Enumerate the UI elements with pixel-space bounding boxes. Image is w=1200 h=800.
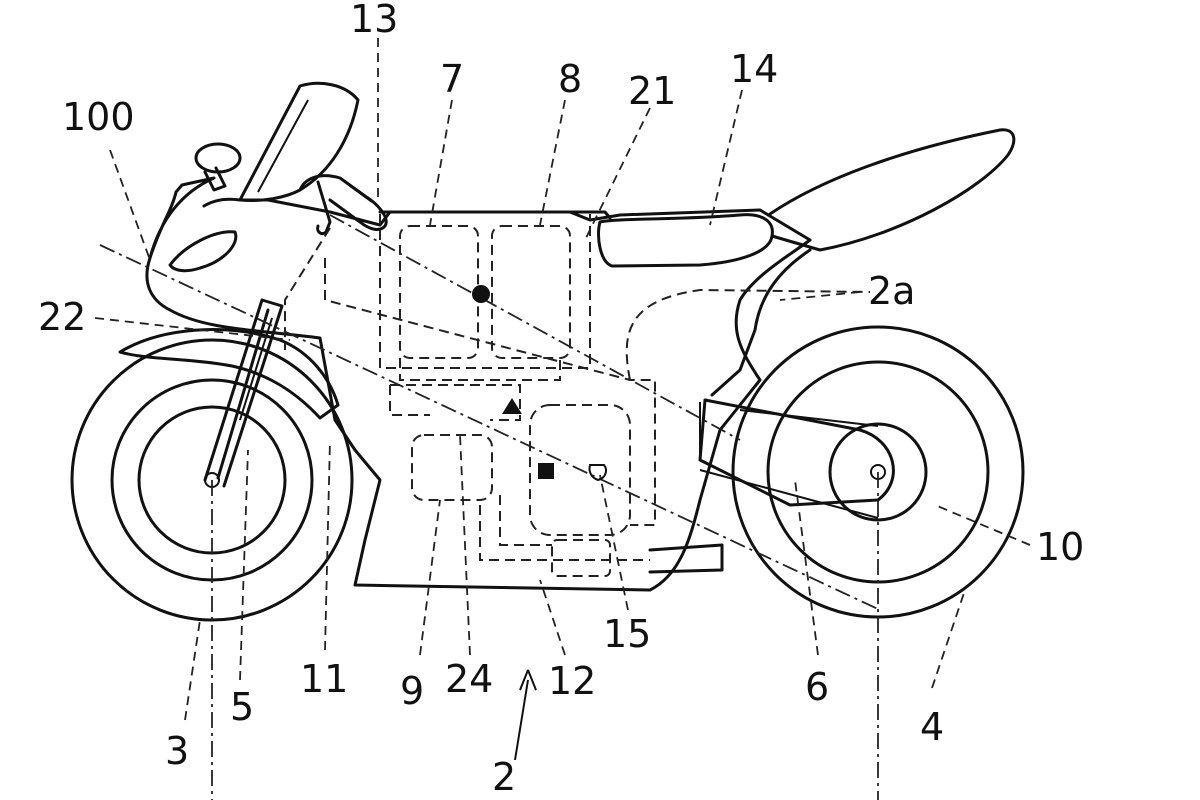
label-3: 3 [165, 729, 190, 773]
circle-marker [472, 285, 490, 303]
triangle-marker [502, 398, 522, 414]
label-12: 12 [548, 659, 597, 703]
rear-frame [710, 248, 812, 397]
mirror [194, 142, 242, 192]
label-2a: 2a [868, 269, 916, 313]
seat [597, 213, 774, 268]
square-marker [538, 463, 554, 479]
label-7: 7 [440, 57, 465, 101]
leader-lines [94, 38, 1031, 761]
internal-components [284, 214, 871, 577]
label-10: 10 [1036, 525, 1085, 569]
label-22: 22 [38, 295, 87, 339]
label-13: 13 [350, 0, 399, 41]
tank-top [378, 210, 612, 220]
label-9: 9 [400, 669, 425, 713]
front-fender [118, 328, 340, 420]
under-cover [648, 543, 724, 574]
markers [472, 285, 607, 482]
drive-belt [699, 409, 928, 522]
label-100: 100 [62, 95, 135, 139]
label-8: 8 [558, 57, 583, 101]
label-21: 21 [628, 69, 677, 113]
label-24: 24 [445, 657, 494, 701]
label-11: 11 [300, 657, 349, 701]
label-2: 2 [492, 755, 517, 799]
swingarm [698, 398, 895, 507]
label-4: 4 [920, 705, 945, 749]
handlebar-grip [298, 174, 388, 236]
front-fork [203, 298, 284, 488]
label-5: 5 [230, 685, 255, 729]
front-fairing [145, 176, 812, 592]
intake-slot [168, 230, 238, 273]
label-15: 15 [603, 612, 652, 656]
inlet-marker [588, 464, 607, 482]
label-6: 6 [805, 665, 830, 709]
windscreen [238, 81, 360, 202]
tail-cowl [768, 128, 1016, 252]
label-14: 14 [730, 47, 779, 91]
reference-axes [99, 214, 881, 800]
